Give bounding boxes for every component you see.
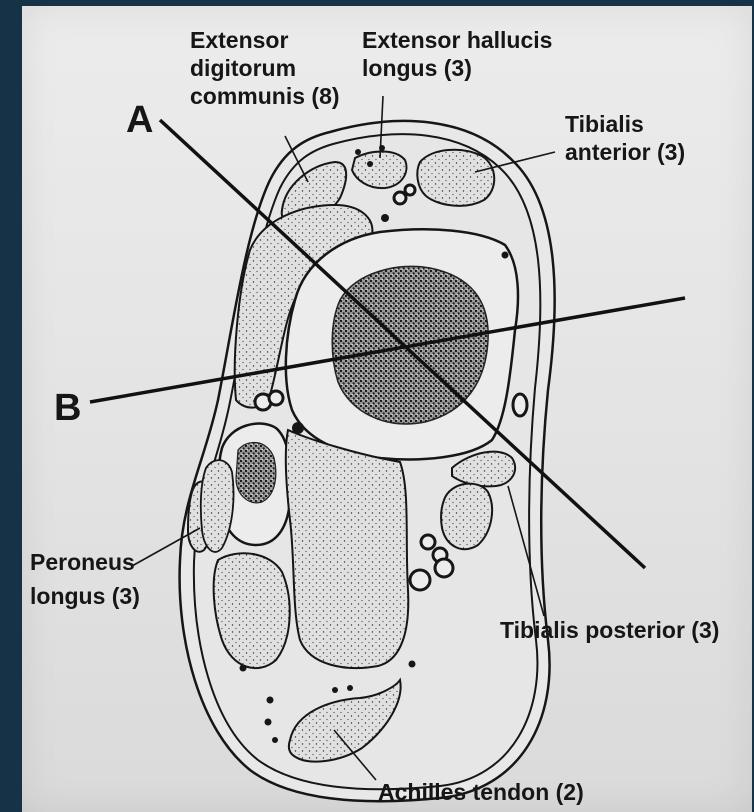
label-line-a: A (126, 99, 153, 141)
label-extensor-hallucis-line-2: longus (3) (362, 55, 472, 81)
label-extensor-hallucis-line-1: Extensor hallucis (362, 27, 552, 53)
label-extensor-digitorum-line-3: communis (8) (190, 83, 340, 109)
deep-posterior-muscle (286, 430, 408, 668)
fibula-marrow (236, 442, 276, 502)
label-peroneus-longus-line-1: Peroneus (30, 549, 135, 575)
label-line-b: B (54, 387, 81, 429)
tibialis-anterior-muscle (417, 150, 494, 206)
label-tibialis-anterior-line-1: Tibialis (565, 111, 644, 137)
label-extensor-digitorum-line-1: Extensor (190, 27, 288, 53)
label-tibialis-posterior: Tibialis posterior (3) (500, 617, 719, 643)
label-tibialis-anterior-line-2: anterior (3) (565, 139, 685, 165)
label-peroneus-longus-line-2: longus (3) (30, 583, 140, 609)
label-extensor-digitorum-line-2: digitorum (190, 55, 296, 81)
label-achilles-tendon: Achilles tendon (2) (378, 779, 584, 805)
